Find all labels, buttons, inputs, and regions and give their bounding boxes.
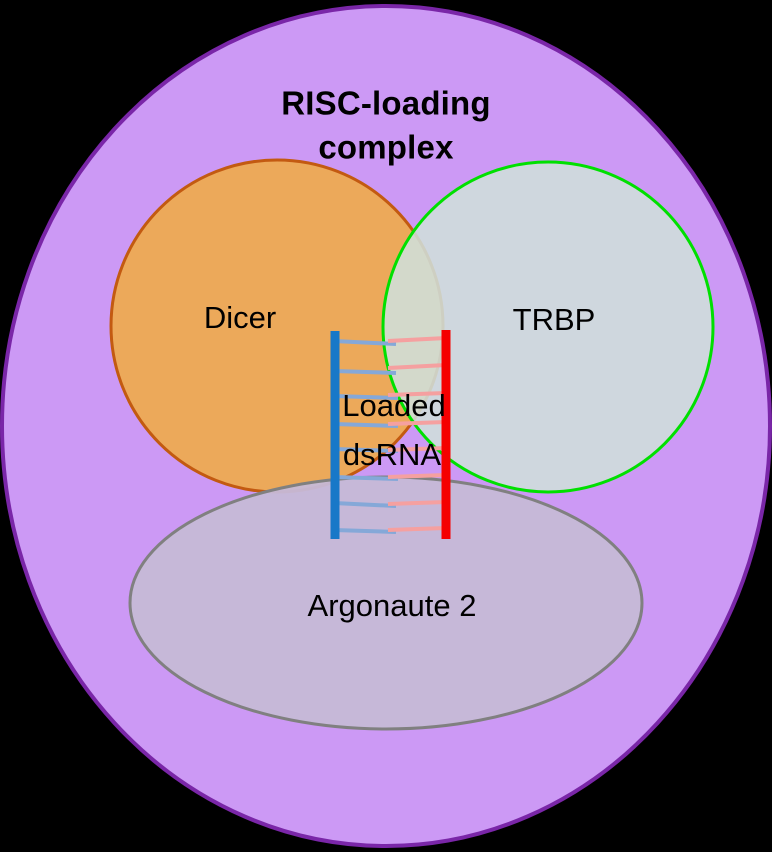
trbp-label: TRBP: [513, 302, 596, 337]
complex-title-line2: complex: [318, 129, 454, 166]
dsrna-rungs-right: [387, 336, 447, 532]
dicer-label: Dicer: [204, 300, 276, 335]
argonaute2-label: Argonaute 2: [308, 588, 477, 623]
complex-title-line1: RISC-loading: [281, 85, 491, 122]
dsrna-rungs-left: [333, 339, 399, 534]
loaded-dsrna-ladder[interactable]: [330, 330, 451, 539]
loaded-dsrna-label-line2: dsRNA: [343, 437, 442, 472]
trbp-circle[interactable]: [381, 160, 715, 494]
loaded-dsrna-label-line1: Loaded: [342, 388, 445, 423]
